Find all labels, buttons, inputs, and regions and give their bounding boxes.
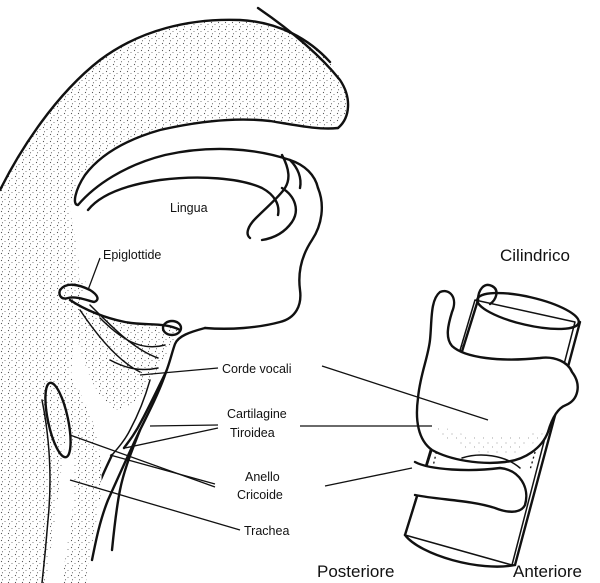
label-trachea: Trachea [244,524,289,538]
label-anteriore: Anteriore [513,562,582,581]
label-corde-vocali: Corde vocali [222,362,291,376]
label-anello: Anello [245,470,280,484]
label-cricoide: Cricoide [237,488,283,502]
label-tiroidea: Tiroidea [230,426,275,440]
jaw-front [205,188,322,329]
label-lingua: Lingua [170,201,208,215]
leader-anello-right [325,468,412,486]
label-posteriore: Posteriore [317,562,394,581]
teeth [248,155,296,240]
larynx-upper [70,300,180,410]
sagittal-section [0,8,348,583]
label-epiglottide: Epiglottide [103,248,161,262]
label-cilindrico: Cilindrico [500,246,570,265]
label-cartilagine: Cartilagine [227,407,287,421]
leader-epiglottide [88,258,100,290]
leader-cartilagine-a [150,425,218,426]
